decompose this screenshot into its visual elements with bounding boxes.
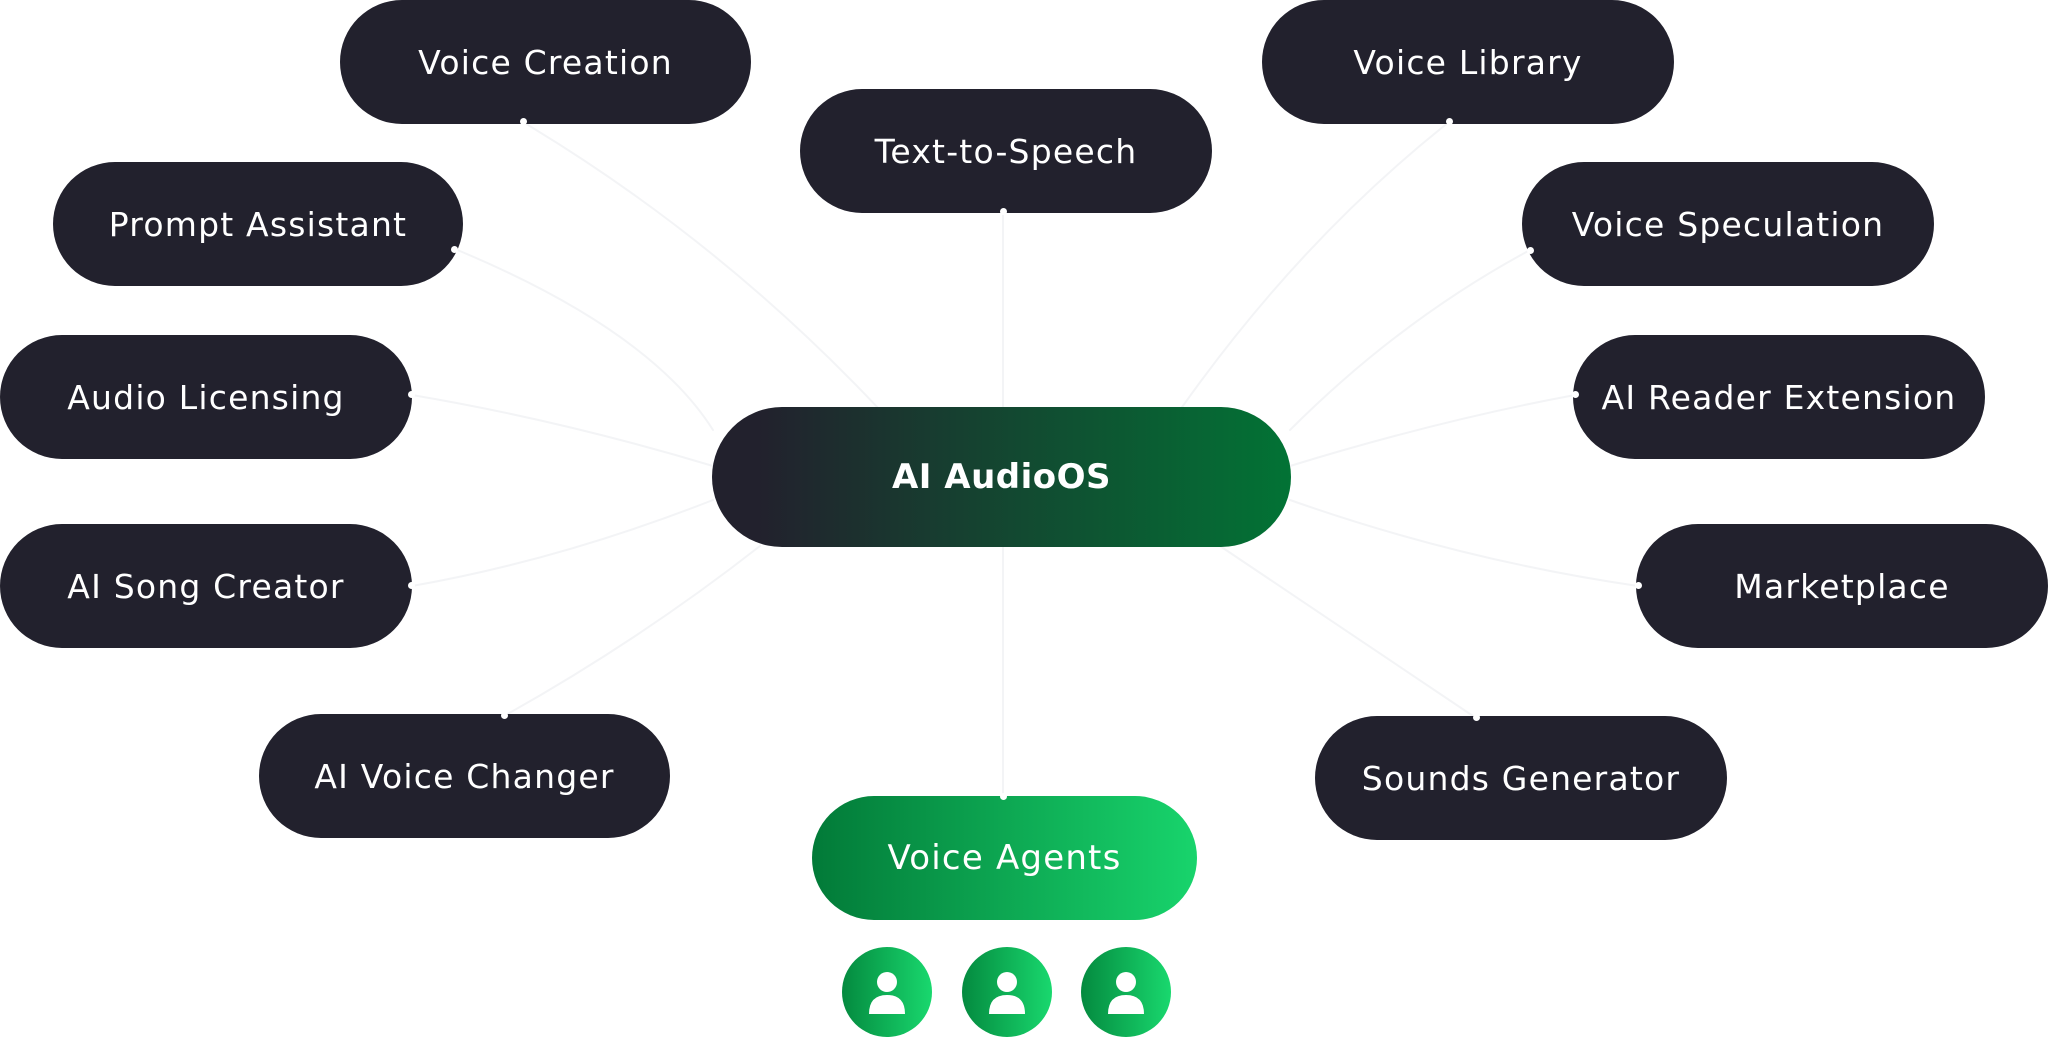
connector-dot bbox=[451, 246, 458, 253]
center-node-label: AI AudioOS bbox=[891, 457, 1112, 497]
connector-dot bbox=[501, 712, 508, 719]
node-label: Text-to-Speech bbox=[874, 131, 1138, 171]
connector-dot bbox=[408, 582, 415, 589]
node-voice-speculation[interactable]: Voice Speculation bbox=[1522, 162, 1934, 286]
node-text-to-speech[interactable]: Text-to-Speech bbox=[800, 89, 1212, 213]
node-label: Audio Licensing bbox=[67, 377, 345, 417]
node-label: Voice Speculation bbox=[1571, 204, 1885, 244]
node-label: Sounds Generator bbox=[1361, 758, 1681, 798]
connector-dot bbox=[1446, 118, 1453, 125]
node-label: AI Song Creator bbox=[67, 566, 345, 606]
node-label: Voice Agents bbox=[887, 838, 1122, 878]
connector-dot bbox=[520, 118, 527, 125]
node-ai-song-creator[interactable]: AI Song Creator bbox=[0, 524, 412, 648]
node-label: Voice Creation bbox=[418, 42, 673, 82]
agent-avatar-1[interactable] bbox=[842, 947, 932, 1037]
node-sounds-generator[interactable]: Sounds Generator bbox=[1315, 716, 1727, 840]
user-icon bbox=[989, 972, 1025, 1014]
center-node-ai-audioos[interactable]: AI AudioOS bbox=[712, 407, 1291, 547]
node-label: AI Voice Changer bbox=[314, 756, 615, 796]
connector-dot bbox=[1000, 793, 1007, 800]
node-ai-voice-changer[interactable]: AI Voice Changer bbox=[259, 714, 670, 838]
node-audio-licensing[interactable]: Audio Licensing bbox=[0, 335, 412, 459]
node-label: Marketplace bbox=[1734, 566, 1950, 606]
node-ai-reader-extension[interactable]: AI Reader Extension bbox=[1573, 335, 1985, 459]
connector-dot bbox=[1635, 582, 1642, 589]
agent-avatar-3[interactable] bbox=[1081, 947, 1171, 1037]
connector-dot bbox=[1473, 714, 1480, 721]
user-icon bbox=[869, 972, 905, 1014]
node-label: Prompt Assistant bbox=[108, 204, 408, 244]
connector-dot bbox=[1000, 208, 1007, 215]
node-label: Voice Library bbox=[1353, 42, 1583, 82]
connector-dot bbox=[408, 391, 415, 398]
user-icon bbox=[1108, 972, 1144, 1014]
node-voice-creation[interactable]: Voice Creation bbox=[340, 0, 751, 124]
connector-dot bbox=[1527, 247, 1534, 254]
agent-avatar-2[interactable] bbox=[962, 947, 1052, 1037]
node-voice-agents[interactable]: Voice Agents bbox=[812, 796, 1197, 920]
node-voice-library[interactable]: Voice Library bbox=[1262, 0, 1674, 124]
node-label: AI Reader Extension bbox=[1601, 377, 1957, 417]
node-marketplace[interactable]: Marketplace bbox=[1636, 524, 2048, 648]
node-prompt-assistant[interactable]: Prompt Assistant bbox=[53, 162, 463, 286]
connector-dot bbox=[1572, 391, 1579, 398]
